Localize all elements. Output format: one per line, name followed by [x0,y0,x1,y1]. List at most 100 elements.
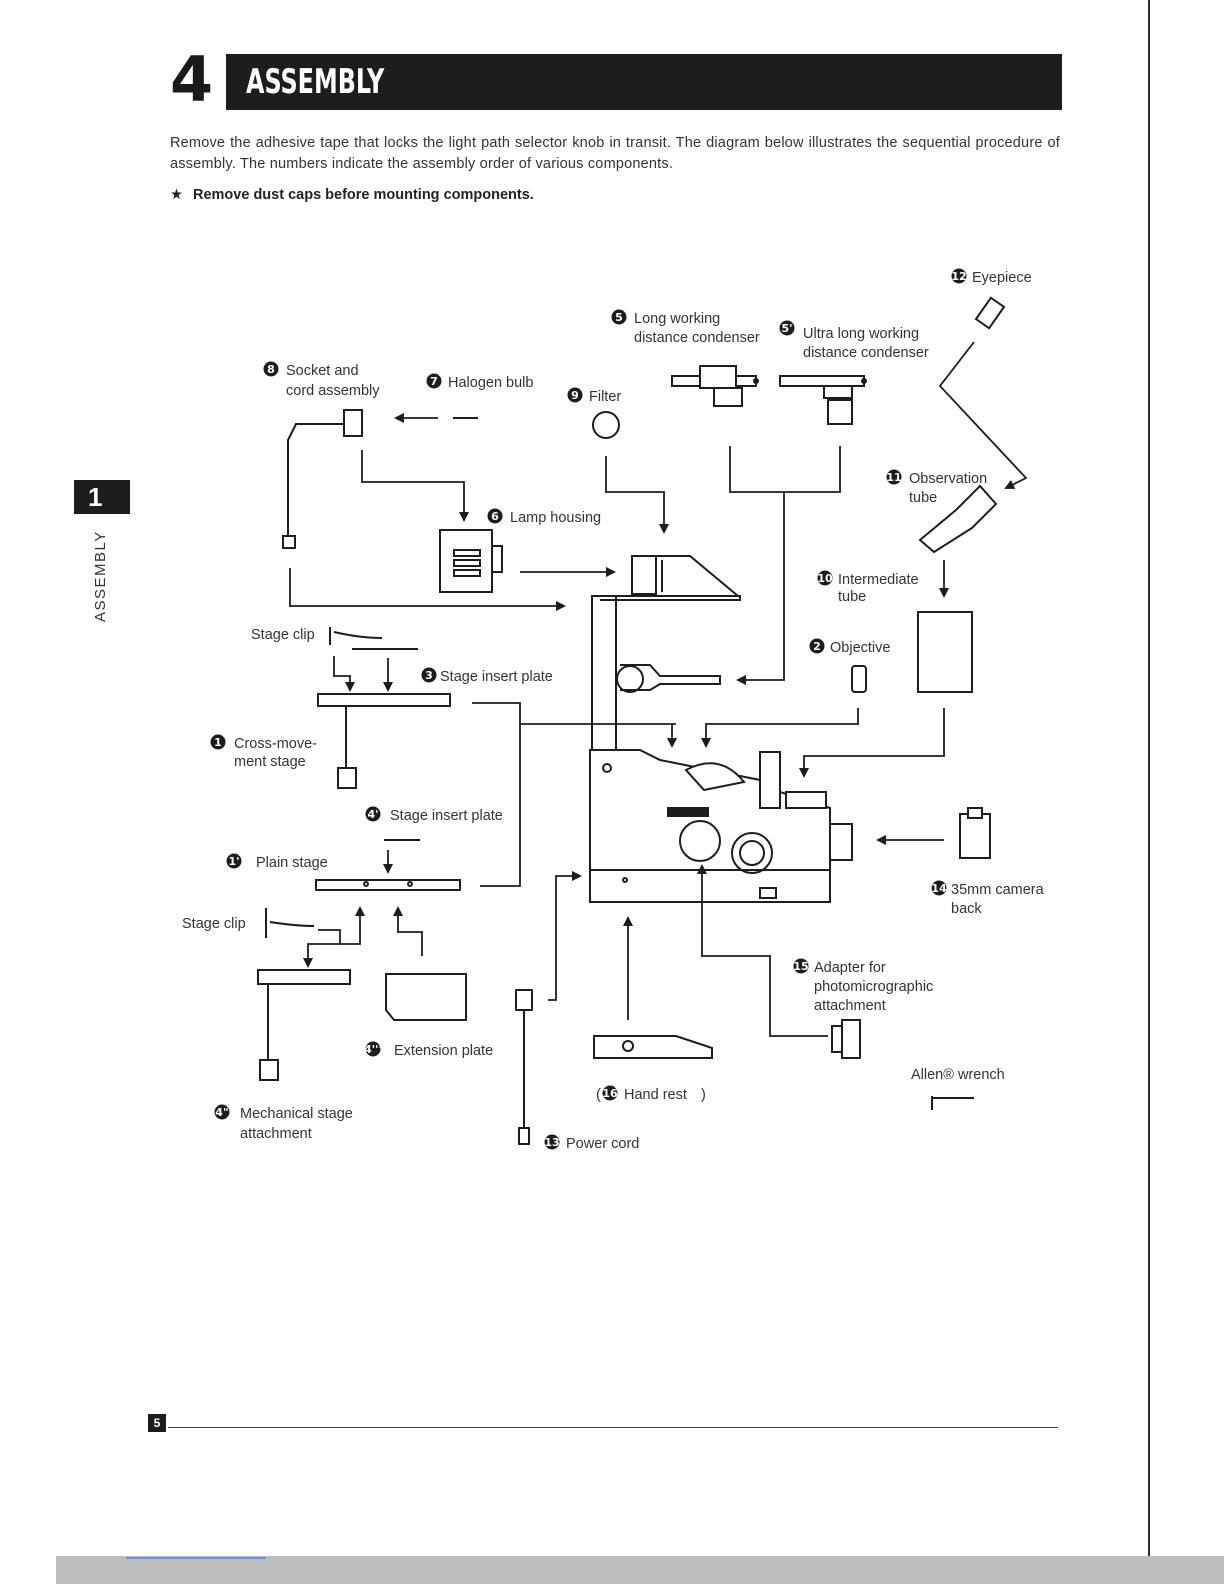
svg-text:4''': 4''' [364,1043,382,1056]
page-number: 5 [153,1416,161,1430]
footer-rule [168,1427,1058,1428]
component-drawings [257,296,1006,1145]
svg-text:Stage insert plate: Stage insert plate [390,808,503,824]
svg-text:attachment: attachment [240,1126,312,1142]
svg-text:Plain stage: Plain stage [256,855,328,871]
svg-text:Filter: Filter [589,389,621,405]
hand-rest-drawing [593,1035,713,1059]
svg-text:1: 1 [214,736,222,749]
svg-text:distance condenser: distance condenser [634,330,760,346]
svg-text:Halogen bulb: Halogen bulb [448,375,533,391]
cross-movement-stage-drawing [317,648,451,789]
plain-stage-drawing [315,879,461,891]
label-halogen-bulb: 7 Halogen bulb [426,373,533,391]
ultra-condenser-drawing [779,375,867,425]
svg-text:Adapter for: Adapter for [814,960,886,976]
svg-text:Stage insert plate: Stage insert plate [440,669,553,685]
svg-text:14: 14 [931,882,947,895]
svg-text:): ) [701,1087,706,1103]
svg-text:Long working: Long working [634,311,720,327]
svg-text:1': 1' [228,855,239,868]
label-camera-back: 14 35mm camera back [931,880,1045,917]
label-ultra-condenser: 5' Ultra long working distance condenser [779,320,929,361]
section-header: 4 ASSEMBLY [170,43,1062,116]
filter-drawing [592,411,620,439]
svg-text:4": 4" [215,1106,228,1119]
svg-text:Allen® wrench: Allen® wrench [911,1067,1005,1083]
svg-text:Ultra long working: Ultra long working [803,326,919,342]
svg-text:2: 2 [813,640,821,653]
long-condenser-drawing [671,365,759,407]
svg-text:photomicrographic: photomicrographic [814,979,933,995]
observation-tube-drawing [918,484,998,554]
label-power-cord: 13 Power cord [544,1134,639,1152]
label-lamp-housing: 6 Lamp housing [487,508,601,526]
socket-cord-drawing [282,409,478,549]
bottom-link-bar [126,1557,266,1559]
label-allen-wrench: Allen® wrench [911,1067,1005,1083]
svg-text:11: 11 [886,471,901,484]
mechanical-stage-drawing [257,969,351,1081]
svg-text:back: back [951,901,982,917]
label-long-condenser: 5 Long working distance condenser [611,309,760,346]
svg-text:tube: tube [909,490,937,506]
side-chapter-tab: 1 [74,476,130,626]
label-stage-clip-bottom: Stage clip [182,916,246,932]
svg-text:cord assembly: cord assembly [286,383,380,399]
svg-text:Observation: Observation [909,471,987,487]
allen-wrench-drawing [931,1096,974,1110]
eyepiece-drawing [974,296,1006,330]
svg-text:3: 3 [425,669,433,682]
label-stage-clip-top: Stage clip [251,627,315,643]
svg-text:9: 9 [571,389,579,402]
intro-paragraph: Remove the adhesive tape that locks the … [170,135,1060,172]
svg-text:attachment: attachment [814,998,886,1014]
svg-text:Objective: Objective [830,640,890,656]
objective-drawing [851,665,867,693]
svg-text:16: 16 [602,1087,618,1100]
chapter-number: 4 [170,43,213,116]
svg-text:4': 4' [367,808,378,821]
svg-text:distance condenser: distance condenser [803,345,929,361]
svg-text:Hand rest: Hand rest [624,1087,687,1103]
svg-text:Lamp housing: Lamp housing [510,510,601,526]
svg-text:10: 10 [817,572,833,585]
svg-text:6: 6 [491,510,499,523]
header-bar: ASSEMBLY [226,54,1062,110]
svg-text:Stage clip: Stage clip [182,916,246,932]
adapter-drawing [831,1019,861,1059]
svg-text:5': 5' [781,322,792,335]
svg-text:Cross-move-: Cross-move- [234,736,317,752]
label-eyepiece: 12 Eyepiece [951,268,1032,286]
extension-plate-drawing [385,973,467,1021]
svg-text:Intermediate: Intermediate [838,572,919,588]
label-extension-plate: 4''' Extension plate [364,1041,493,1059]
page-margin [0,0,56,1584]
svg-text:12: 12 [951,270,966,283]
label-stage-insert-plate-alt: 4' Stage insert plate [365,806,503,824]
label-plain-stage: 1' Plain stage [226,853,328,871]
lamp-housing-drawing [439,529,503,593]
side-tab-box: 1 [74,480,130,514]
label-observation-tube: 11 Observation tube [886,469,987,506]
svg-text:13: 13 [544,1136,559,1149]
svg-text:Stage clip: Stage clip [251,627,315,643]
section-title: ASSEMBLY [246,62,385,102]
label-socket-cord: 8 Socket and cord assembly [263,361,380,399]
svg-text:Power cord: Power cord [566,1136,639,1152]
label-stage-insert-plate: 3 Stage insert plate [421,667,553,685]
svg-text:35mm camera: 35mm camera [951,882,1045,898]
svg-text:7: 7 [430,375,438,388]
component-labels: 12 Eyepiece 5 Long working distance cond… [182,268,1045,1152]
svg-text:15: 15 [793,960,808,973]
svg-text:Socket and: Socket and [286,363,359,379]
svg-text:Mechanical stage: Mechanical stage [240,1106,353,1122]
svg-text:ment stage: ment stage [234,754,306,770]
svg-text:Extension plate: Extension plate [394,1043,493,1059]
svg-text:Eyepiece: Eyepiece [972,270,1032,286]
microscope-body [589,555,853,903]
dust-cap-note: ★Remove dust caps before mounting compon… [170,185,770,206]
assembly-arrows [289,341,1028,1037]
label-objective: 2 Objective [809,638,890,656]
label-cross-movement-stage: 1 Cross-move- ment stage [210,734,317,770]
